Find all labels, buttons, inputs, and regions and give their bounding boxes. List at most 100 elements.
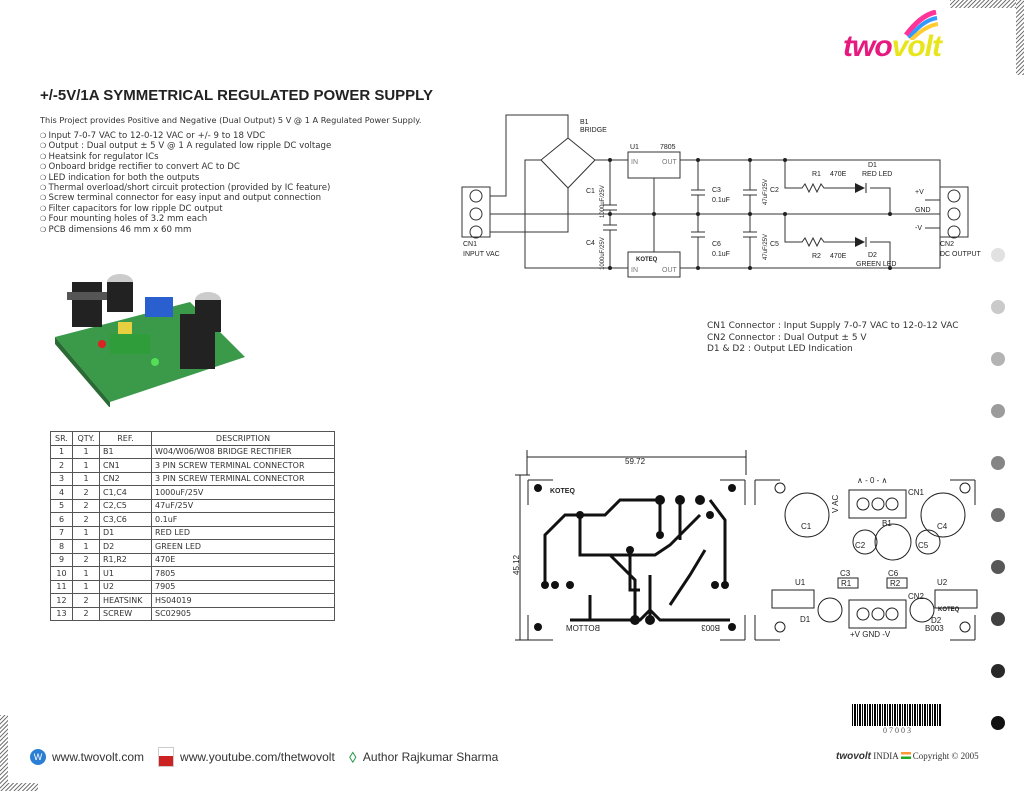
feature-item: Heatsink for regulator ICs — [40, 152, 331, 162]
bom-cell: 1 — [72, 525, 100, 540]
svg-text:0.1uF: 0.1uF — [712, 251, 730, 258]
svg-text:KOTEQ: KOTEQ — [550, 488, 575, 495]
feature-item: Thermal overload/short circuit protectio… — [40, 183, 331, 193]
bom-cell: 7 — [50, 525, 73, 540]
logo-swirl-icon — [904, 10, 939, 40]
svg-text:U1: U1 — [630, 144, 639, 151]
bom-cell: 2 — [72, 498, 100, 513]
decorative-dot — [991, 404, 1005, 418]
svg-text:KOTEQ: KOTEQ — [938, 607, 960, 613]
svg-text:C2: C2 — [855, 541, 866, 550]
bom-cell: 1 — [50, 444, 73, 459]
svg-text:BOTTOM: BOTTOM — [566, 624, 600, 633]
svg-text:D2: D2 — [931, 616, 942, 625]
pen-nib-icon: ⬨ — [348, 746, 357, 766]
bom-cell: 2 — [72, 552, 100, 567]
svg-text:CN1: CN1 — [463, 241, 477, 248]
bom-cell: C2,C5 — [99, 498, 152, 513]
youtube-icon — [158, 746, 175, 767]
bom-cell: 12 — [50, 593, 73, 608]
bom-cell: 7905 — [151, 579, 335, 594]
svg-text:KOTEQ: KOTEQ — [636, 257, 658, 263]
feature-item: Filter capacitors for low ripple DC outp… — [40, 204, 331, 214]
col-sr: SR. — [50, 431, 73, 446]
svg-text:R2: R2 — [890, 579, 901, 588]
svg-text:7805: 7805 — [660, 144, 676, 151]
feature-item: PCB dimensions 46 mm x 60 mm — [40, 225, 331, 235]
barcode: 0 7 0 0 3 — [852, 704, 942, 735]
svg-text:47uF/25V: 47uF/25V — [763, 234, 769, 260]
pcb-traces — [543, 498, 730, 622]
feature-item: Input 7-0-7 VAC to 12-0-12 VAC or +/- 9 … — [40, 131, 331, 141]
bom-cell: 2 — [72, 593, 100, 608]
svg-text:C3: C3 — [840, 569, 851, 578]
svg-text:CN1: CN1 — [908, 488, 925, 497]
svg-text:R1: R1 — [841, 579, 852, 588]
bom-cell: 11 — [50, 579, 73, 594]
bom-cell: 1 — [72, 579, 100, 594]
svg-text:D2: D2 — [868, 252, 877, 259]
svg-text:C5: C5 — [770, 241, 779, 248]
bom-cell: 1 — [72, 471, 100, 486]
feature-item: Four mounting holes of 3.2 mm each — [40, 214, 331, 224]
led-d2-icon — [855, 237, 865, 247]
bom-cell: D1 — [99, 525, 152, 540]
svg-text:RED LED: RED LED — [862, 171, 892, 178]
col-description: DESCRIPTION — [151, 431, 335, 446]
bom-cell: 470E — [151, 552, 335, 567]
bom-cell: 0.1uF — [151, 512, 335, 527]
bom-cell: W04/W06/W08 BRIDGE RECTIFIER — [151, 444, 335, 459]
bom-cell: GREEN LED — [151, 539, 335, 554]
svg-text:C6: C6 — [888, 569, 899, 578]
svg-text:B003: B003 — [701, 623, 720, 632]
svg-text:C3: C3 — [712, 187, 721, 194]
svg-text:C5: C5 — [918, 541, 929, 550]
bom-cell: 1000uF/25V — [151, 485, 335, 500]
decorative-dot — [991, 456, 1005, 470]
svg-text:C1: C1 — [801, 522, 812, 531]
corner-hatch-bottom-left — [0, 715, 8, 791]
bom-cell: B1 — [99, 444, 152, 459]
bom-cell: HEATSINK — [99, 593, 152, 608]
svg-text:V AC: V AC — [831, 495, 840, 513]
feature-item: Screw terminal connector for easy input … — [40, 193, 331, 203]
svg-text:59.72: 59.72 — [625, 457, 646, 466]
bom-cell: 10 — [50, 566, 73, 581]
bom-cell: D2 — [99, 539, 152, 554]
page-title: +/-5V/1A SYMMETRICAL REGULATED POWER SUP… — [40, 87, 433, 104]
decorative-dot — [991, 560, 1005, 574]
bom-cell: RED LED — [151, 525, 335, 540]
bom-cell: 2 — [50, 458, 73, 473]
website-link[interactable]: www.twovolt.com — [52, 749, 145, 764]
note-line: CN1 Connector : Input Supply 7-0-7 VAC t… — [707, 321, 959, 331]
svg-text:OUT: OUT — [662, 267, 678, 274]
footer: W www.twovolt.com www.youtube.com/thetwo… — [30, 746, 498, 767]
bom-cell: U2 — [99, 579, 152, 594]
bom-cell: U1 — [99, 566, 152, 581]
bom-cell: CN2 — [99, 471, 152, 486]
bom-cell: 3 PIN SCREW TERMINAL CONNECTOR — [151, 458, 335, 473]
decorative-dot — [991, 664, 1005, 678]
bom-cell: 4 — [50, 485, 73, 500]
bom-cell: 9 — [50, 552, 73, 567]
decorative-dot — [991, 248, 1005, 262]
svg-text:R1: R1 — [812, 171, 821, 178]
product-photo — [55, 274, 245, 407]
feature-item: Output : Dual output ± 5 V @ 1 A regulat… — [40, 141, 332, 151]
bom-cell: C1,C4 — [99, 485, 152, 500]
bom-cell: 7805 — [151, 566, 335, 581]
bom-cell: 2 — [72, 606, 100, 621]
svg-text:-V: -V — [915, 225, 922, 232]
svg-text:1000uF/25V: 1000uF/25V — [600, 237, 606, 270]
corner-hatch-top-right-side — [1016, 0, 1024, 75]
youtube-link[interactable]: www.youtube.com/thetwovolt — [180, 749, 335, 764]
bom-cell: SCREW — [99, 606, 152, 621]
